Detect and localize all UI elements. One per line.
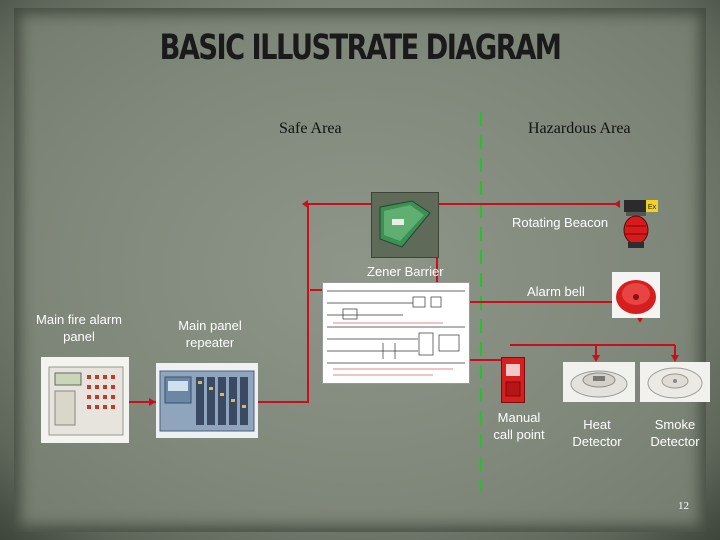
heat-detector-label-line2: Detector: [562, 433, 632, 450]
rotating-beacon-label: Rotating Beacon: [512, 214, 608, 231]
smoke-detector-label: Smoke Detector: [640, 416, 710, 450]
main-fire-alarm-panel-image: [41, 357, 129, 443]
manual-call-point-image: [501, 357, 525, 403]
main-panel-label-line2: panel: [29, 328, 129, 345]
rotating-beacon-image: Ex: [620, 198, 660, 250]
heat-detector-label-line1: Heat: [562, 416, 632, 433]
heat-detector-image: [563, 362, 635, 402]
page-number: 12: [678, 500, 689, 512]
alarm-bell-label: Alarm bell: [527, 283, 585, 300]
manual-call-point-label: Manual call point: [484, 409, 554, 443]
main-panel-label-line1: Main fire alarm: [29, 311, 129, 328]
svg-text:Ex: Ex: [648, 204, 657, 211]
manual-call-point-label-line1: Manual: [484, 409, 554, 426]
heat-detector-label: Heat Detector: [562, 416, 632, 450]
smoke-detector-label-line1: Smoke: [640, 416, 710, 433]
repeater-label: Main panel repeater: [160, 317, 260, 351]
manual-call-point-label-line2: call point: [484, 426, 554, 443]
main-panel-repeater-image: [156, 363, 258, 438]
repeater-label-line2: repeater: [160, 334, 260, 351]
alarm-bell-image: [612, 272, 660, 318]
smoke-detector-image: [640, 362, 710, 402]
zener-barrier-label: Zener Barrier: [367, 263, 444, 280]
wiring-schematic-image: [322, 282, 470, 384]
smoke-detector-label-line2: Detector: [640, 433, 710, 450]
zener-barrier-image: [371, 192, 439, 258]
repeater-label-line1: Main panel: [160, 317, 260, 334]
main-panel-label: Main fire alarm panel: [29, 311, 129, 345]
